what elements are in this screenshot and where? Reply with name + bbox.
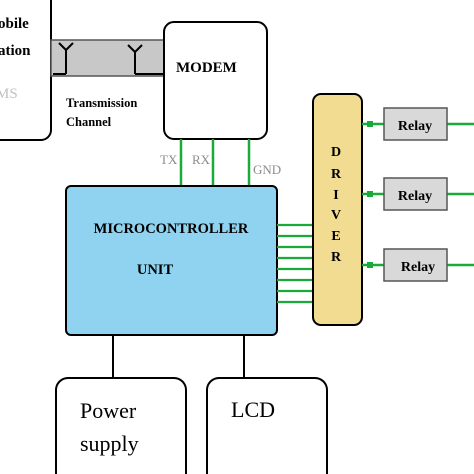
driver-letter-d: D bbox=[331, 145, 341, 160]
driver-letter-v: V bbox=[331, 208, 341, 223]
transmission-channel-band bbox=[50, 39, 166, 77]
microcontroller-label-line2: UNIT bbox=[137, 262, 174, 278]
power-supply-label-line2: supply bbox=[80, 431, 139, 456]
antenna-right-icon bbox=[127, 44, 163, 75]
mobile-station-ms-label: MS bbox=[0, 86, 18, 102]
lcd-label: LCD bbox=[231, 397, 275, 422]
lcd-block: LCD bbox=[206, 377, 328, 474]
relay-3-box bbox=[383, 248, 448, 282]
gnd-pin-label: GND bbox=[253, 162, 281, 177]
microcontroller-box bbox=[65, 185, 278, 336]
microcontroller-block: MICROCONTROLLER UNIT bbox=[65, 185, 278, 336]
relay2-input-dot bbox=[367, 191, 373, 197]
transmission-label-line2: Channel bbox=[66, 115, 112, 129]
transmission-label-line1: Transmission bbox=[66, 96, 137, 110]
mcu-peripheral-connections bbox=[112, 335, 245, 378]
modem-mcu-connections bbox=[179, 139, 251, 186]
power-supply-label-line1: Power bbox=[80, 398, 137, 423]
transmission-channel: Transmission Channel bbox=[50, 39, 166, 129]
power-supply-box bbox=[55, 377, 187, 474]
power-supply-block: Power supply bbox=[55, 377, 187, 474]
relay-2-label: Relay bbox=[398, 189, 432, 204]
relay3-input-dot bbox=[367, 262, 373, 268]
mobile-station-line1: obile bbox=[0, 16, 29, 32]
relay-3: Relay bbox=[383, 248, 448, 282]
relay-1-box bbox=[383, 107, 448, 141]
mobile-station-line2: ation bbox=[0, 43, 31, 59]
relay-2: Relay bbox=[383, 177, 448, 211]
modem-block: MODEM bbox=[163, 21, 268, 140]
lcd-box bbox=[206, 377, 328, 474]
relay1-input-dot bbox=[367, 121, 373, 127]
relay-3-label: Relay bbox=[401, 260, 435, 275]
modem-label: MODEM bbox=[176, 60, 237, 76]
driver-letter-r2: R bbox=[331, 250, 342, 265]
mobile-station-block: obile ation MS bbox=[0, 0, 52, 141]
modem-box bbox=[163, 21, 268, 140]
microcontroller-label-line1: MICROCONTROLLER bbox=[94, 221, 249, 237]
driver-letter-r1: R bbox=[331, 167, 342, 182]
driver-box bbox=[312, 93, 363, 326]
relay-2-box bbox=[383, 177, 448, 211]
relay-1-label: Relay bbox=[398, 119, 432, 134]
mcu-driver-bus bbox=[277, 223, 313, 304]
relay-input-dots bbox=[367, 121, 373, 268]
driver-block: D R I V E R bbox=[312, 93, 363, 326]
relay-1: Relay bbox=[383, 107, 448, 141]
rx-pin-label: RX bbox=[192, 152, 211, 167]
tx-pin-label: TX bbox=[160, 152, 178, 167]
antenna-left-icon bbox=[53, 42, 74, 75]
driver-letter-e: E bbox=[331, 229, 340, 244]
driver-letter-i: I bbox=[333, 188, 338, 203]
